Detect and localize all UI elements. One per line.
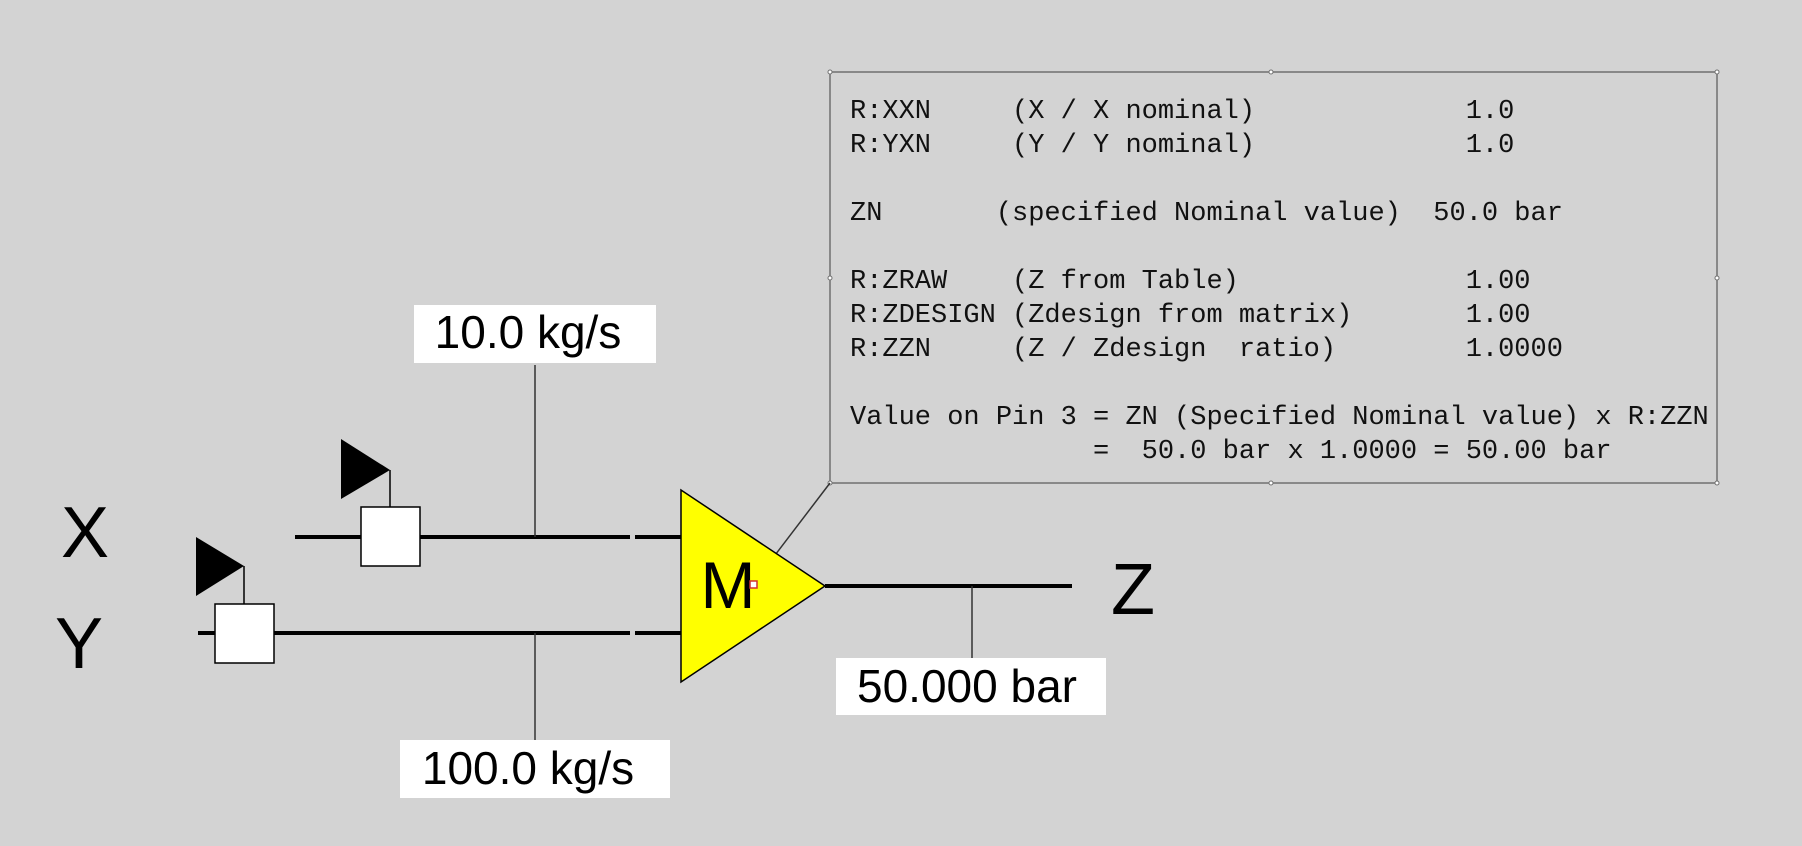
z-value-readout[interactable]: 50.000 bar xyxy=(836,658,1106,715)
block-anchor-point xyxy=(749,580,758,589)
z-output-label: Z xyxy=(1111,550,1155,630)
x-flow-value: 10.0 kg/s xyxy=(435,306,622,358)
y-flow-value: 100.0 kg/s xyxy=(422,742,634,794)
y-transmitter-box[interactable] xyxy=(214,603,275,664)
x-flow-readout[interactable]: 10.0 kg/s xyxy=(414,305,656,363)
info-line-1: R:XXN (X / X nominal) 1.0 xyxy=(850,97,1514,127)
y-flag-icon xyxy=(196,537,244,596)
x-flag-icon xyxy=(341,439,390,499)
info-line-4: ZN (specified Nominal value) 50.0 bar xyxy=(850,199,1563,229)
info-line-8: R:ZZN (Z / Zdesign ratio) 1.0000 xyxy=(850,335,1563,365)
info-panel-frame xyxy=(829,71,1718,484)
info-line-10: Value on Pin 3 = ZN (Specified Nominal v… xyxy=(850,403,1709,433)
z-value: 50.000 bar xyxy=(857,660,1077,712)
info-line-6: R:ZRAW (Z from Table) 1.00 xyxy=(850,267,1531,297)
info-line-2: R:YXN (Y / Y nominal) 1.0 xyxy=(850,131,1514,161)
x-transmitter-box[interactable] xyxy=(360,506,421,567)
x-flow-readout-box[interactable] xyxy=(414,305,656,363)
y-input-label: Y xyxy=(55,604,103,684)
info-panel: R:XXN (X / X nominal) 1.0 R:YXN (Y / Y n… xyxy=(827,69,1720,486)
multiplier-symbol: M xyxy=(701,548,756,622)
z-value-readout-box[interactable] xyxy=(836,658,1106,715)
y-flow-readout-box[interactable] xyxy=(400,740,670,798)
y-flow-readout[interactable]: 100.0 kg/s xyxy=(400,740,670,798)
y-transmitter[interactable] xyxy=(196,537,275,664)
multiplier-block[interactable]: M xyxy=(680,488,827,684)
info-line-7: R:ZDESIGN (Zdesign from matrix) 1.00 xyxy=(850,301,1531,331)
info-panel-handles xyxy=(827,69,1720,486)
info-line-11: = 50.0 bar x 1.0000 = 50.00 bar xyxy=(850,437,1612,467)
x-input-label: X xyxy=(61,493,109,573)
x-transmitter[interactable] xyxy=(341,439,421,567)
